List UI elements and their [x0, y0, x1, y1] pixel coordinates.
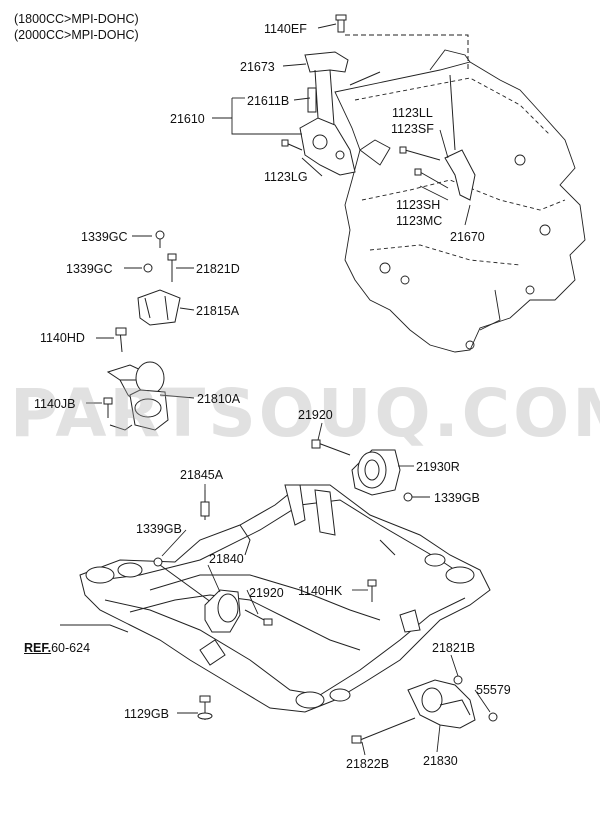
part-label-1339GB-right[interactable]: 1339GB — [434, 491, 480, 505]
watermark: PARTSOUQ.COM — [10, 375, 600, 452]
part-label-21821B[interactable]: 21821B — [432, 641, 476, 655]
lower-right-mount — [351, 675, 498, 744]
part-label-1140HD[interactable]: 1140HD — [40, 331, 85, 345]
part-label-1123SF[interactable]: 1123SF — [391, 122, 434, 136]
right-roll-mount — [311, 439, 413, 502]
part-label-21840[interactable]: 21840 — [209, 552, 244, 566]
part-label-1140HK[interactable]: 1140HK — [298, 584, 343, 598]
engine-block-outline — [334, 49, 586, 353]
part-label-21920-lower[interactable]: 21920 — [249, 586, 284, 600]
engine-variant-line-1: (1800CC>MPI-DOHC) — [14, 12, 139, 26]
upper-mount-bracket — [281, 14, 356, 176]
part-label-21673[interactable]: 21673 — [240, 60, 275, 74]
part-label-21845A[interactable]: 21845A — [180, 468, 224, 482]
left-engine-mount — [103, 230, 181, 431]
part-label-1123LG[interactable]: 1123LG — [264, 170, 308, 184]
part-label-21810A[interactable]: 21810A — [197, 392, 241, 406]
part-label-21815A[interactable]: 21815A — [196, 304, 240, 318]
part-label-21611B[interactable]: 21611B — [247, 94, 290, 108]
part-label-21822B[interactable]: 21822B — [346, 757, 390, 771]
part-label-1339GC-upper[interactable]: 1339GC — [81, 230, 128, 244]
bolt-1129gb — [197, 695, 213, 720]
front-subframe — [60, 484, 491, 713]
leader-lines — [86, 23, 491, 756]
right-small-bracket — [399, 74, 476, 201]
part-label-55579[interactable]: 55579 — [476, 683, 511, 697]
part-label-21821D[interactable]: 21821D — [196, 262, 240, 276]
part-label-1129GB[interactable]: 1129GB — [124, 707, 169, 721]
part-label-1339GB-left[interactable]: 1339GB — [136, 522, 182, 536]
part-label-1140EF[interactable]: 1140EF — [264, 22, 307, 36]
part-label-1123LL[interactable]: 1123LL — [392, 106, 433, 120]
part-label-1140JB[interactable]: 1140JB — [34, 397, 76, 411]
part-label-21610[interactable]: 21610 — [170, 112, 205, 126]
part-label-1123SH[interactable]: 1123SH — [396, 198, 441, 212]
reference-link[interactable]: REF.60-624 — [24, 641, 90, 655]
part-label-1339GC-lower[interactable]: 1339GC — [66, 262, 113, 276]
part-label-21930R[interactable]: 21930R — [416, 460, 460, 474]
part-label-21830[interactable]: 21830 — [423, 754, 458, 768]
part-label-1123MC[interactable]: 1123MC — [396, 214, 443, 228]
engine-variant-line-2: (2000CC>MPI-DOHC) — [14, 28, 139, 42]
reference-prefix: REF. — [24, 641, 52, 655]
rear-roll-mount — [153, 490, 377, 633]
reference-number: 60-624 — [51, 641, 91, 655]
part-label-21920-upper[interactable]: 21920 — [298, 408, 333, 422]
part-label-21670[interactable]: 21670 — [450, 230, 485, 244]
